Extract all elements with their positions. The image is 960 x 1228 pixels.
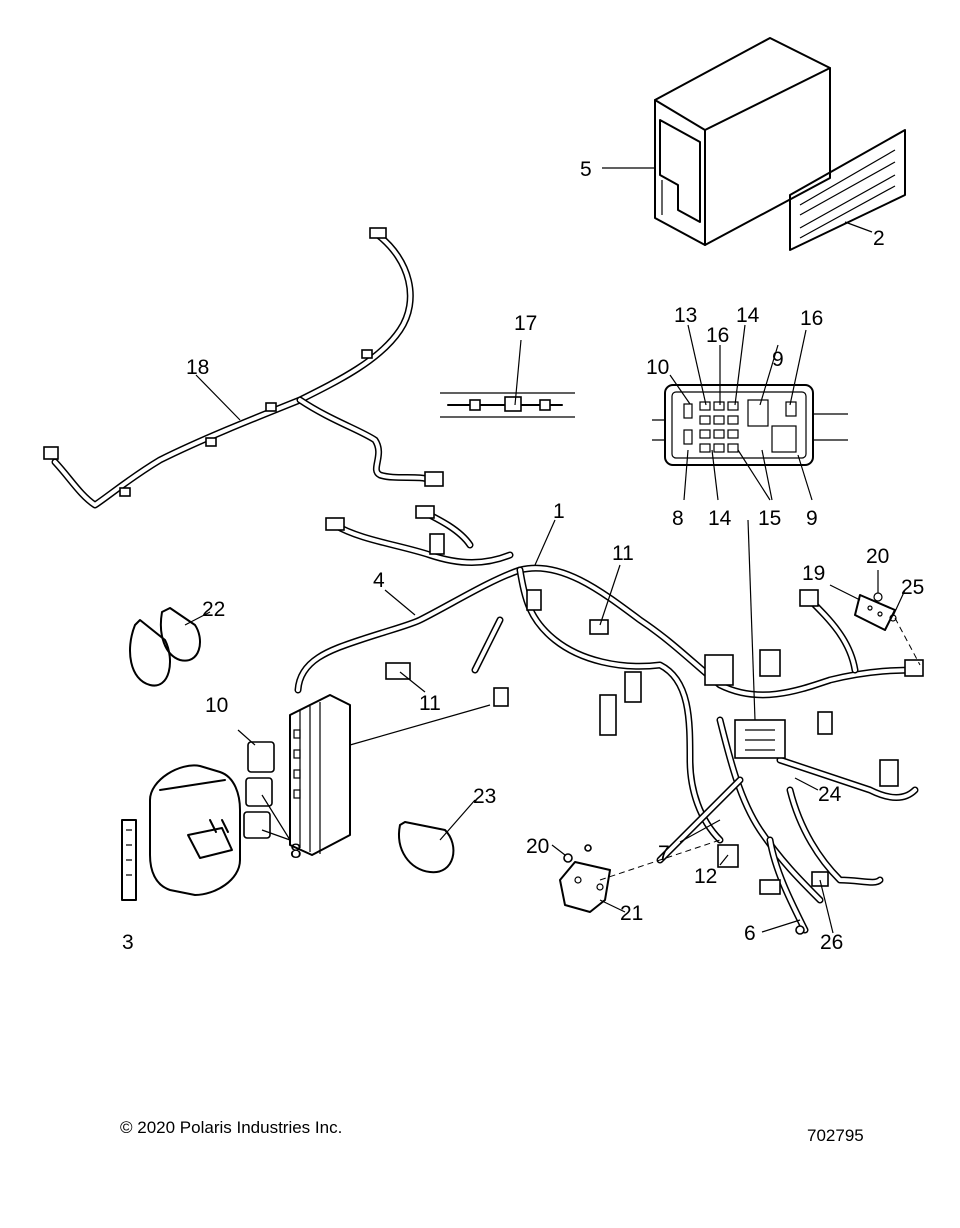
callout-21: 21	[620, 902, 643, 925]
figure-number: 702795	[807, 1126, 864, 1145]
callout-22: 22	[202, 598, 225, 621]
cable-ties-22	[129, 607, 201, 687]
callout-20-bottom: 20	[526, 835, 549, 858]
main-harness	[294, 505, 924, 935]
control-module	[149, 764, 241, 896]
callout-26: 26	[820, 931, 843, 954]
callout-7: 7	[658, 842, 670, 865]
callout-8-fuses: 8	[290, 840, 302, 863]
harness-17	[440, 392, 575, 418]
callout-numbers: 5 2 17 18 13 14 16 16 10 9 8 14 15 9 1 1…	[122, 158, 924, 954]
fuse-slots	[683, 399, 797, 453]
callout-8-fusebox: 8	[672, 507, 684, 530]
callout-10-fusebox: 10	[646, 356, 669, 379]
callout-3: 3	[122, 931, 134, 954]
relay-block	[289, 694, 491, 856]
callout-12: 12	[694, 865, 717, 888]
callout-5: 5	[580, 158, 592, 181]
cable-tie-23	[398, 821, 455, 874]
mini-fuses	[237, 729, 291, 841]
callout-17: 17	[514, 312, 537, 335]
callout-6: 6	[744, 922, 756, 945]
callout-11-lower: 11	[419, 692, 441, 715]
fuse-box-cover	[654, 37, 831, 246]
callout-11-upper: 11	[612, 542, 634, 565]
callout-1: 1	[553, 500, 565, 523]
callout-13: 13	[674, 304, 697, 327]
callout-10-fuses: 10	[205, 694, 228, 717]
bracket-21	[559, 839, 721, 913]
callout-20-top: 20	[866, 545, 889, 568]
leaders	[184, 167, 906, 934]
fuse-box-detail	[652, 384, 848, 466]
fuse-box-leaders	[669, 324, 813, 501]
callout-16-right: 16	[800, 307, 823, 330]
copyright-notice: © 2020 Polaris Industries Inc.	[120, 1118, 342, 1137]
callout-15: 15	[758, 507, 781, 530]
callout-2: 2	[873, 227, 885, 250]
callout-14-bottom: 14	[708, 507, 732, 530]
callout-16-left: 16	[706, 324, 729, 347]
callout-24: 24	[818, 783, 842, 806]
fuse-box-decal	[789, 129, 906, 251]
callout-23: 23	[473, 785, 496, 808]
callout-9-bottom: 9	[806, 507, 818, 530]
callout-9-top: 9	[772, 348, 784, 371]
label-3	[121, 819, 137, 901]
harness-18	[43, 227, 444, 509]
bracket-19	[854, 592, 921, 666]
callout-14-top: 14	[736, 304, 760, 327]
callout-4: 4	[373, 569, 385, 592]
callout-18: 18	[186, 356, 209, 379]
callout-25: 25	[901, 576, 924, 599]
callout-19: 19	[802, 562, 825, 585]
